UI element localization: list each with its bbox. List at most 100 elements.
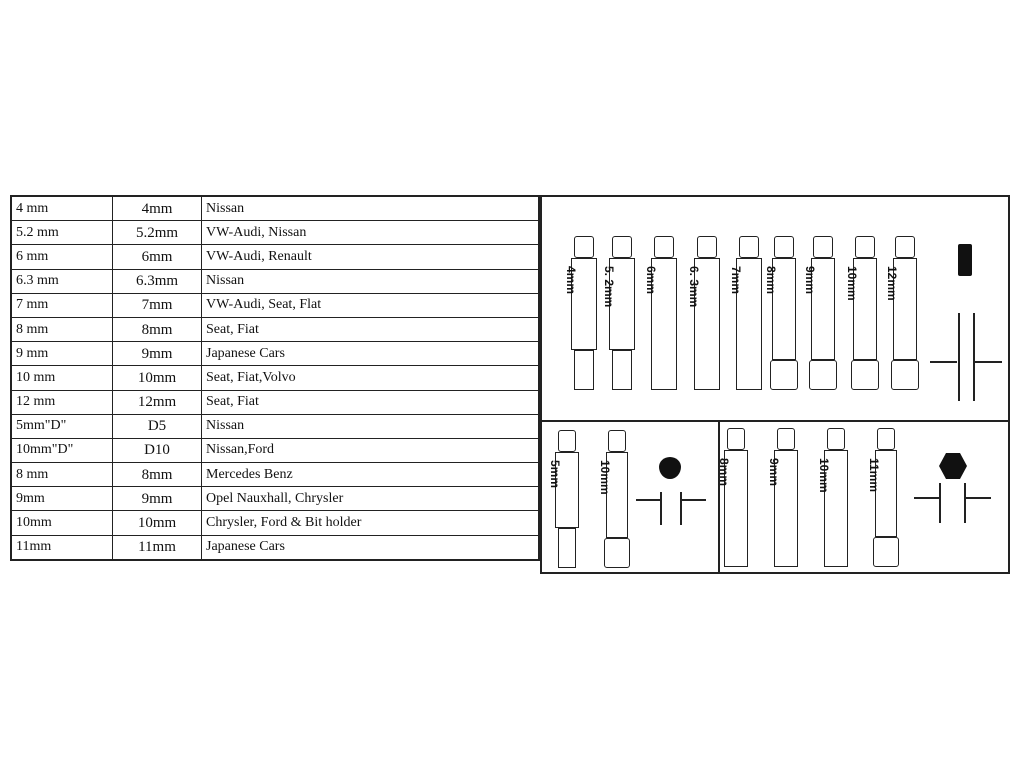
- marking-cell: 11mm: [112, 534, 202, 561]
- application-cell: VW-Audi, Seat, Flat: [201, 292, 540, 318]
- bit-label: 5. 2mm: [602, 266, 616, 308]
- application-cell: Mercedes Benz: [201, 462, 540, 488]
- bit-size-cell: 10mm: [10, 510, 113, 536]
- bit-body: [694, 258, 720, 390]
- hex-profile-icon: [939, 453, 967, 479]
- bit-head: [697, 236, 717, 258]
- application-cell: VW-Audi, Renault: [201, 244, 540, 270]
- dimension-arrow: [636, 499, 660, 501]
- application-cell: Nissan,Ford: [201, 437, 540, 464]
- bit-size-cell: 9mm: [10, 486, 113, 512]
- bit-head: [774, 236, 794, 258]
- diagram-panel-hex: [718, 420, 1010, 574]
- bit-head: [574, 236, 594, 258]
- bit-body: [853, 258, 877, 360]
- bit-shank: [612, 350, 632, 390]
- application-cell: Nissan: [201, 268, 540, 294]
- bit-shank: [574, 350, 594, 390]
- bit-head: [895, 236, 915, 258]
- dimension-line: [939, 483, 941, 523]
- marking-cell: 10mm: [112, 365, 202, 391]
- bit-head: [877, 428, 895, 450]
- bit-body: [875, 450, 897, 537]
- bit-body: [772, 258, 796, 360]
- marking-cell: 6.3mm: [112, 268, 202, 294]
- application-cell: Seat, Fiat: [201, 316, 540, 343]
- bit-head: [558, 430, 576, 452]
- dimension-arrow: [914, 497, 939, 499]
- application-cell: Seat, Fiat,Volvo: [201, 365, 540, 391]
- marking-cell: 9mm: [112, 341, 202, 367]
- bit-body: [811, 258, 835, 360]
- bit-size-cell: 4 mm: [10, 195, 113, 222]
- bit-label: 9mm: [767, 458, 781, 487]
- bit-cap: [770, 360, 798, 390]
- dimension-line: [973, 313, 975, 401]
- marking-cell: 4mm: [112, 195, 202, 222]
- marking-cell: 5.2mm: [112, 220, 202, 246]
- bit-head: [827, 428, 845, 450]
- marking-cell: 8mm: [112, 462, 202, 488]
- bit-cap: [604, 538, 630, 568]
- bit-label: 10mm: [845, 266, 859, 301]
- dimension-arrow: [975, 361, 1002, 363]
- bit-label: 8mm: [764, 266, 778, 295]
- dimension-arrow: [682, 499, 706, 501]
- bit-shank: [558, 528, 576, 568]
- application-cell: VW-Audi, Nissan: [201, 220, 540, 246]
- bit-size-cell: 6.3 mm: [10, 268, 113, 294]
- bit-body: [606, 452, 628, 538]
- marking-cell: 9mm: [112, 486, 202, 512]
- bit-head: [739, 236, 759, 258]
- bit-head: [608, 430, 626, 452]
- bit-size-cell: 11mm: [10, 534, 113, 561]
- bit-body: [824, 450, 848, 567]
- bit-size-cell: 5.2 mm: [10, 220, 113, 246]
- bit-head: [612, 236, 632, 258]
- application-cell: Chrysler, Ford & Bit holder: [201, 510, 540, 536]
- marking-cell: 8mm: [112, 316, 202, 343]
- bit-label: 5mm: [548, 460, 562, 489]
- bit-size-cell: 5mm"D": [10, 413, 113, 439]
- d-profile-icon: [659, 457, 681, 479]
- dimension-line: [680, 492, 682, 525]
- marking-cell: D5: [112, 413, 202, 439]
- marking-cell: 12mm: [112, 389, 202, 415]
- bit-size-cell: 10mm"D": [10, 437, 113, 464]
- bit-size-cell: 9 mm: [10, 341, 113, 367]
- bit-body: [736, 258, 762, 390]
- bit-size-cell: 8 mm: [10, 462, 113, 488]
- spline-profile-icon: [958, 244, 972, 276]
- bit-cap: [891, 360, 919, 390]
- bit-cap: [809, 360, 837, 390]
- bit-body: [571, 258, 597, 350]
- bit-body: [651, 258, 677, 390]
- application-cell: Japanese Cars: [201, 534, 540, 561]
- bit-body: [774, 450, 798, 567]
- bit-label: 6mm: [644, 266, 658, 295]
- bit-head: [654, 236, 674, 258]
- bit-label: 8mm: [717, 458, 731, 487]
- bit-label: 12mm: [885, 266, 899, 301]
- dimension-line: [660, 492, 662, 525]
- bit-label: 10mm: [817, 458, 831, 493]
- marking-cell: 6mm: [112, 244, 202, 270]
- bit-body: [609, 258, 635, 350]
- bit-label: 10mm: [598, 460, 612, 495]
- bit-size-cell: 12 mm: [10, 389, 113, 415]
- bit-head: [777, 428, 795, 450]
- application-cell: Nissan: [201, 195, 540, 222]
- bit-size-cell: 7 mm: [10, 292, 113, 318]
